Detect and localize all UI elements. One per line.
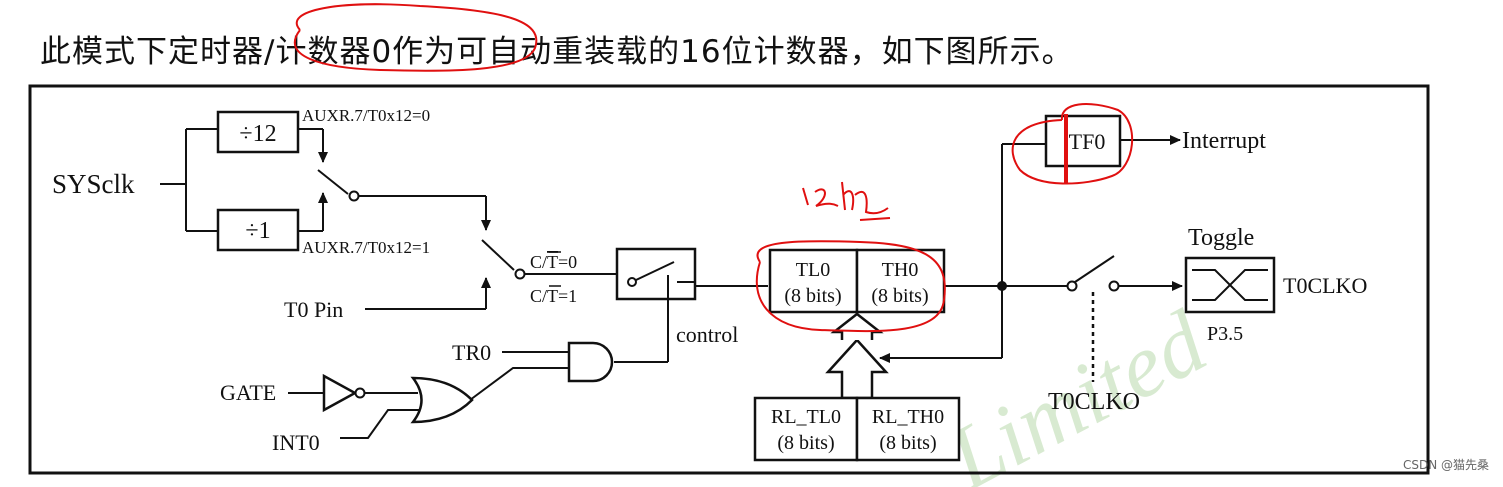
tl0-bits-label: (8 bits) xyxy=(784,285,841,307)
t0clko-output-label: T0CLKO xyxy=(1283,273,1367,298)
tf0-label: TF0 xyxy=(1069,129,1106,154)
divider-out-lines xyxy=(298,128,491,232)
divider-1-box xyxy=(216,208,300,252)
annotation-circle-registers xyxy=(755,240,946,333)
divider-12-box xyxy=(216,110,300,154)
and-gate xyxy=(567,341,614,383)
divider-12-label: ÷12 xyxy=(239,121,276,147)
gate-label: GATE xyxy=(220,380,276,405)
tf0-flag xyxy=(1044,114,1122,168)
annotation-circle-tf0 xyxy=(1011,103,1134,185)
t0-pin-label: T0 Pin xyxy=(284,297,343,322)
p35-label: P3.5 xyxy=(1207,323,1243,345)
ct0-label: C/T=0 xyxy=(530,252,577,272)
rl-th0-label: RL_TH0 xyxy=(872,406,944,428)
gate-logic-lines xyxy=(288,351,569,439)
tl0-label: TL0 xyxy=(796,259,830,281)
control-switch-box xyxy=(615,247,697,301)
reload-arrow xyxy=(825,338,889,400)
ct-switch xyxy=(365,239,617,310)
control-switch-lines xyxy=(614,261,768,363)
auxr-0-label: AUXR.7/T0x12=0 xyxy=(302,106,430,125)
interrupt-label: Interrupt xyxy=(1182,128,1266,154)
th0-register xyxy=(855,248,946,314)
int0-label: INT0 xyxy=(272,430,320,455)
toggle-label: Toggle xyxy=(1188,225,1254,251)
reload-arrow-top xyxy=(830,312,884,340)
diagram-frame xyxy=(28,84,1430,475)
clock-input-lines xyxy=(160,128,218,232)
page-heading: 此模式下定时器/计数器0作为可自动重装载的16位计数器，如下图所示。 xyxy=(40,34,1074,70)
control-label: control xyxy=(676,322,738,347)
auxr-1-label: AUXR.7/T0x12=1 xyxy=(302,238,430,257)
divider-1-label: ÷1 xyxy=(245,218,270,244)
rl-tl0-bits-label: (8 bits) xyxy=(777,432,834,454)
credit-text: CSDN @猫先桑 xyxy=(1402,458,1489,472)
th0-label: TH0 xyxy=(882,259,919,281)
th0-bits-label: (8 bits) xyxy=(871,285,928,307)
rl-th0-register xyxy=(855,396,961,462)
red-annotations xyxy=(293,3,1134,333)
tr0-label: TR0 xyxy=(452,340,491,365)
overflow-lines xyxy=(879,135,1183,382)
sysclk-label: SYSclk xyxy=(52,169,135,199)
toggle-symbol xyxy=(1192,269,1268,301)
t0clko-switch-label: T0CLKO xyxy=(1048,389,1140,415)
ct1-label: C/T=1 xyxy=(530,286,577,306)
rl-tl0-label: RL_TL0 xyxy=(771,406,841,428)
annotation-circle-counter xyxy=(293,3,538,72)
rl-th0-bits-label: (8 bits) xyxy=(879,432,936,454)
annotation-handwriting-12m xyxy=(802,181,891,221)
